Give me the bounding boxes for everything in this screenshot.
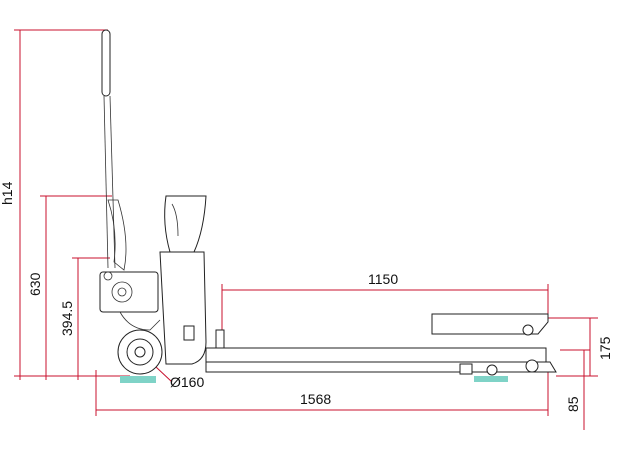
- load-roller: [459, 359, 539, 376]
- label-fork-length: 1150: [368, 271, 398, 287]
- label-fork-height: 175: [597, 336, 613, 360]
- fork-lower-edge: [205, 361, 557, 373]
- ground-under-steer-wheel: [120, 376, 156, 383]
- pump-unit: [99, 271, 161, 331]
- dimension-lines: [14, 29, 598, 430]
- handle-grip: [101, 29, 111, 97]
- pump-gear-hub: [117, 287, 127, 297]
- raised-fork-roller: [522, 324, 534, 336]
- column-bolt: [183, 325, 195, 341]
- ground-marks: [120, 376, 508, 383]
- wheel-bracket: [119, 311, 161, 331]
- roller-axle-block: [459, 363, 473, 375]
- load-roller-rear: [486, 364, 498, 376]
- fork: [205, 329, 557, 373]
- steer-wheel: [117, 329, 163, 375]
- label-height-total: h14: [0, 181, 15, 205]
- pivot-pin: [103, 271, 113, 281]
- ground-under-load-roller: [474, 376, 508, 382]
- load-roller-front: [525, 359, 539, 373]
- handle-link: [107, 199, 127, 271]
- handle-shaft-right: [109, 95, 116, 269]
- label-wheel-diameter: Ø160: [170, 374, 204, 390]
- indicator-housing: [164, 195, 207, 253]
- dimension-labels: h14 630 394.5 1150 1568 175 85 Ø160: [0, 181, 613, 412]
- raised-fork: [431, 313, 549, 336]
- steer-wheel-hub: [134, 346, 146, 358]
- label-total-length: 1568: [300, 391, 331, 407]
- label-height-394: 394.5: [59, 301, 75, 336]
- indicator-detail: [171, 203, 179, 237]
- fork-bracket: [215, 329, 225, 349]
- pump-body: [99, 271, 159, 313]
- label-lowered-height: 85: [565, 396, 581, 412]
- handle-shaft-left: [103, 95, 109, 269]
- raised-fork-tip: [431, 313, 549, 335]
- handle: [101, 29, 127, 271]
- label-height-630: 630: [27, 272, 43, 296]
- pallet-truck: [99, 29, 557, 376]
- chassis-column: [159, 251, 207, 365]
- pump-gear: [111, 281, 133, 303]
